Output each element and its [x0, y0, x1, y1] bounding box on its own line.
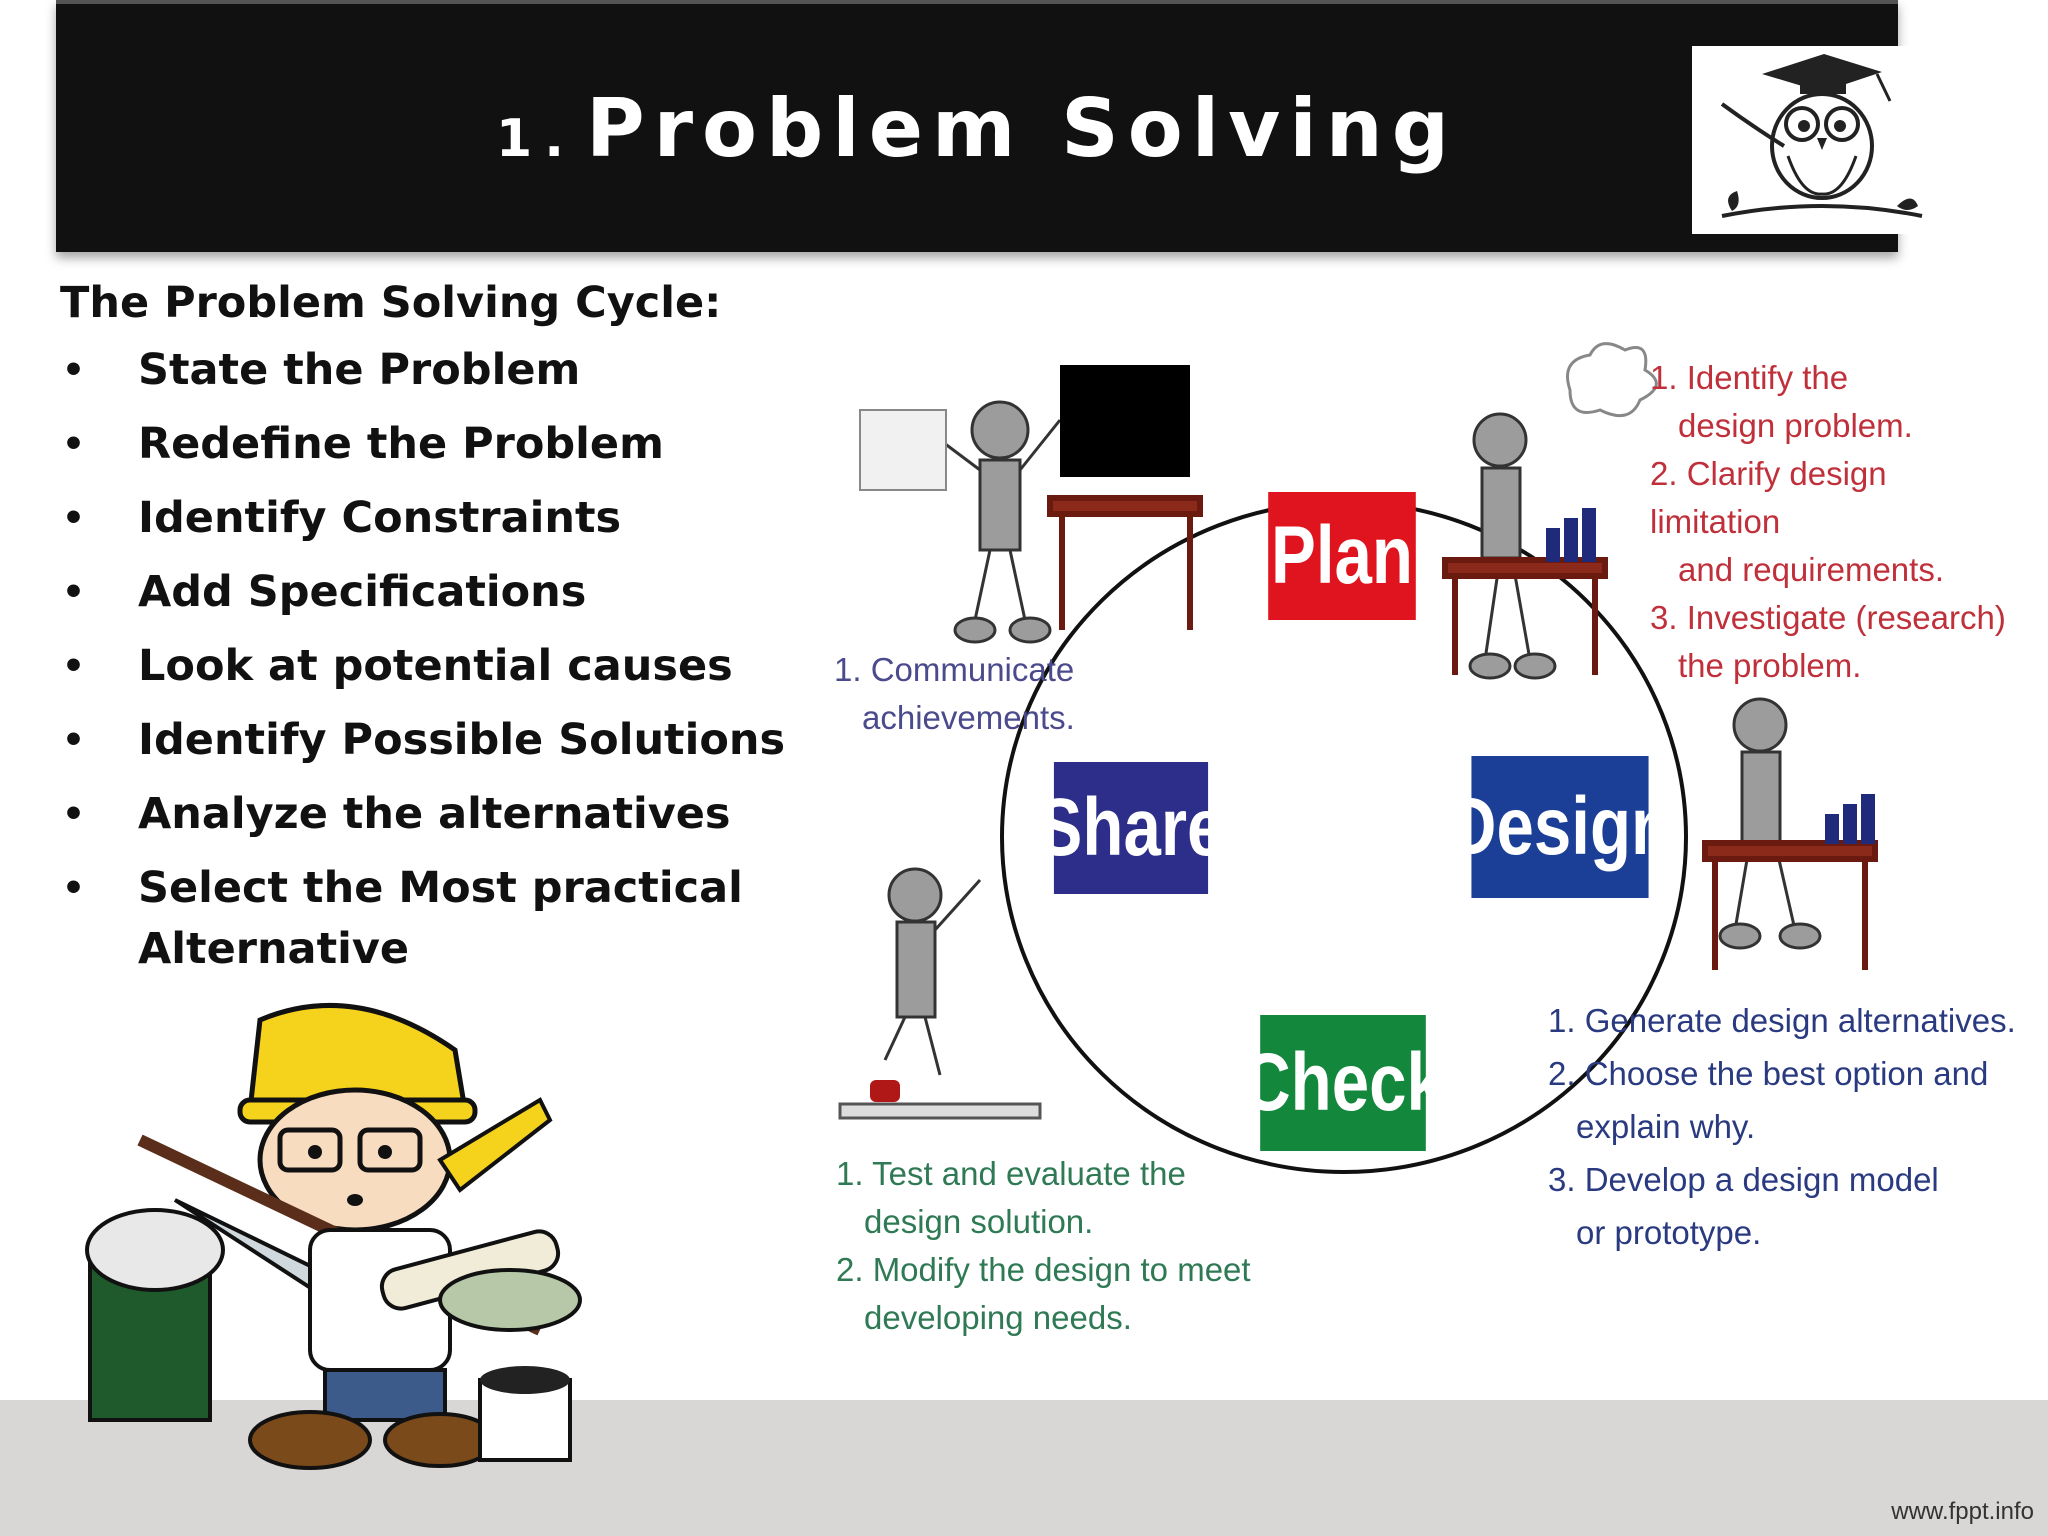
car-icon	[870, 1080, 900, 1102]
robot-plan-icon	[1468, 412, 1557, 680]
slide-title-number: 1.	[496, 109, 576, 169]
list-item: •Analyze the alternatives	[62, 789, 731, 839]
robot-design-icon	[1718, 697, 1822, 950]
list-item: •Redefine the Problem	[62, 419, 664, 469]
list-item: •Identify Constraints	[62, 493, 622, 543]
blackboard	[1060, 365, 1190, 477]
list-item: •Add Specifications	[62, 567, 587, 617]
check-notes: 1. Test and evaluate the design solution…	[836, 1155, 1251, 1336]
stage-check: Check	[1242, 1015, 1444, 1151]
thought-bubble-icon	[1566, 342, 1658, 418]
stage-plan: Plan	[1268, 492, 1416, 620]
ruler-icon	[838, 1102, 1042, 1120]
footer-url: www.fppt.info	[1891, 1498, 2034, 1525]
table-share-icon	[1047, 495, 1203, 630]
owl-logo	[1692, 46, 1932, 234]
engineer-cartoon-icon	[85, 1003, 582, 1470]
robot-check-icon	[883, 867, 982, 1076]
steps-list: •State the Problem •Redefine the Problem…	[60, 340, 858, 993]
stage-design: Design	[1448, 756, 1672, 898]
design-cycle-diagram: Plan Share Design Check 1. Identify the …	[800, 330, 2020, 1390]
slide-title-text: Problem Solving	[585, 82, 1458, 175]
list-item: •State the Problem	[62, 345, 581, 395]
list-item: •Look at potential causes	[62, 641, 733, 691]
table-design-icon	[1702, 840, 1878, 970]
robot-share-icon	[939, 400, 1062, 644]
share-notes: 1. Communicate achievements.	[834, 651, 1075, 736]
design-notes: 1. Generate design alternatives. 2. Choo…	[1548, 1002, 2016, 1251]
cycle-heading: The Problem Solving Cycle:	[60, 278, 722, 328]
plan-notes: 1. Identify the design problem. 2. Clari…	[1650, 359, 2006, 684]
stage-share: Share	[1038, 762, 1224, 894]
title-bar: 1.Problem Solving	[56, 0, 1932, 252]
list-item: •Select the Most practical Alternative	[62, 863, 743, 974]
owl-graduate-icon	[1720, 54, 1923, 218]
list-item: •Identify Possible Solutions	[62, 715, 786, 765]
slide-title: 1.Problem Solving	[56, 82, 1898, 175]
table-plan-icon	[1442, 557, 1608, 675]
chart-paper	[859, 409, 947, 491]
